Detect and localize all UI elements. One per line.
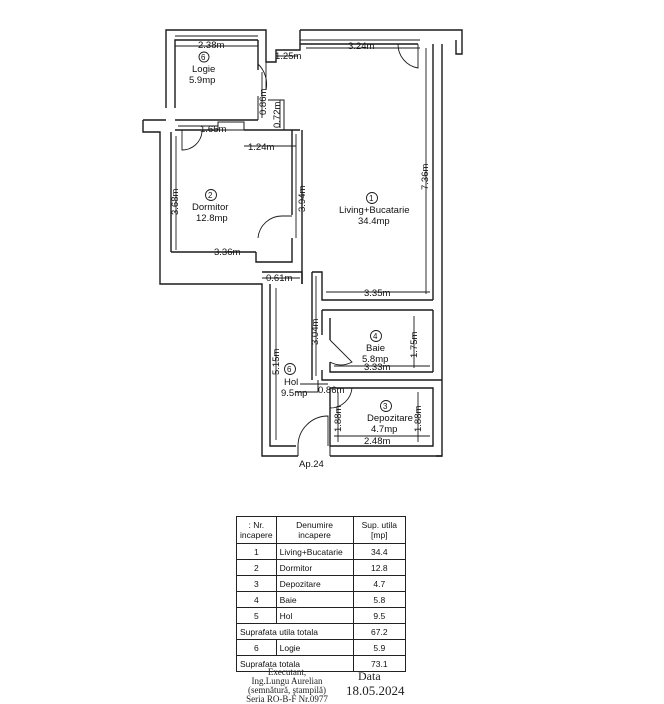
row-no: 1	[236, 543, 277, 560]
room-2-name: Dormitor	[192, 202, 228, 213]
row-name: Depozitare	[275, 575, 354, 592]
row-no: 2	[236, 559, 277, 576]
row-area: 9.5	[352, 607, 407, 624]
room-3-number: 3	[383, 402, 388, 411]
row-no: 4	[236, 591, 277, 608]
dim-logie-width: 2.38m	[198, 40, 224, 51]
row-area: 5.8	[352, 591, 407, 608]
room-6-name: Logie	[192, 64, 215, 75]
row-no: 5	[236, 607, 277, 624]
engineer-series: Seria RO-B-F Nr.0977	[246, 694, 328, 704]
useful-total-label: Suprafata utila totala	[236, 623, 354, 640]
dim-dep-height-right: 1.88m	[413, 406, 424, 432]
apartment-label: Ap.24	[299, 459, 324, 470]
dim-dorm-height-left: 3.68m	[170, 189, 181, 215]
room-4-name: Baie	[366, 343, 385, 354]
row-area: 5.9	[352, 639, 407, 656]
room-1-number: 1	[369, 194, 374, 203]
outer-walls	[142, 29, 463, 457]
row-area: 34.4	[352, 543, 407, 560]
door-dormitor	[257, 215, 292, 239]
table-row: 5 Hol 9.5	[236, 607, 407, 624]
executant-label: Executant,	[267, 667, 307, 677]
table-header-name: Denumire incapere	[275, 516, 354, 544]
row-area: 12.8	[352, 559, 407, 576]
door-logie	[257, 62, 268, 91]
room-6-area: 5.9mp	[189, 75, 215, 86]
room-1-area: 34.4mp	[358, 216, 390, 227]
dim-wall-small: 0.72m	[272, 102, 283, 128]
dim-dorm-top-right: 1.24m	[248, 142, 274, 153]
room-2-number: 2	[208, 191, 213, 200]
doors	[181, 43, 419, 447]
table-row: 6 Logie 5.9	[236, 639, 407, 656]
useful-total-value: 67.2	[352, 623, 407, 640]
dim-dep-height-left: 1.88m	[333, 406, 344, 432]
table-row: 2 Dormitor 12.8	[236, 559, 407, 576]
date-label: Data	[358, 669, 381, 683]
row-name: Hol	[275, 607, 354, 624]
row-name: Logie	[275, 639, 354, 656]
room-1-name: Living+Bucatarie	[339, 205, 410, 216]
door-depozitare	[329, 387, 353, 409]
row-no: 3	[236, 575, 277, 592]
dim-hol-height: 5.15m	[271, 349, 282, 375]
table-header-area: Sup. utila [mp]	[352, 516, 407, 544]
dimension-lines	[175, 45, 430, 442]
room-4-area: 5.8mp	[362, 354, 388, 365]
executant-block: Executant, Ing.Lungu Aurelian (semnătură…	[232, 668, 342, 704]
room-3-name: Depozitare	[367, 413, 413, 424]
rooms-table: : Nr. incapere Denumire incapere Sup. ut…	[236, 516, 407, 672]
room-labels: 6 Logie 5.9mp 2 Dormitor 12.8mp 1 Living…	[189, 51, 413, 470]
dim-hol-mid: 3.04m	[310, 319, 321, 345]
interior-walls	[175, 30, 442, 456]
dim-living-bottom: 3.35m	[364, 288, 390, 299]
table-header-no: : Nr. incapere	[236, 516, 277, 544]
row-name: Baie	[275, 591, 354, 608]
table-header-row: : Nr. incapere Denumire incapere Sup. ut…	[236, 516, 407, 544]
dimension-labels: 2.38m 1.25m 3.24m 0.86m 0.72m 1.65m 1.24…	[170, 40, 431, 447]
table-row: 1 Living+Bucatarie 34.4	[236, 543, 407, 560]
room-5-name: Hol	[284, 377, 298, 388]
dim-logie-door: 0.86m	[258, 89, 269, 115]
table-row: 4 Baie 5.8	[236, 591, 407, 608]
dim-dep-width: 2.48m	[364, 436, 390, 447]
row-name: Dormitor	[275, 559, 354, 576]
dim-dorm-width: 3.36m	[214, 247, 240, 258]
useful-total-row: Suprafata utila totala 67.2	[236, 623, 407, 640]
room-5-number: 6	[287, 365, 292, 374]
date-value: 18.05.2024	[346, 683, 405, 698]
signature-note: (semnătură, ştampilă)	[248, 685, 326, 695]
dim-top-living: 3.24m	[348, 41, 374, 52]
dim-top-short: 1.25m	[275, 51, 301, 62]
dim-hol-top: 0.61m	[266, 273, 292, 284]
door-baie	[329, 339, 353, 366]
dim-living-height: 7.36m	[420, 164, 431, 190]
dim-baie-height: 1.75m	[409, 332, 420, 358]
row-name: Living+Bucatarie	[275, 543, 354, 560]
total-row: Suprafata totala 73.1	[236, 655, 407, 672]
dim-baie-width: 3.33m	[364, 362, 390, 373]
table-row: 3 Depozitare 4.7	[236, 575, 407, 592]
room-3-area: 4.7mp	[371, 424, 397, 435]
row-no: 6	[236, 639, 277, 656]
executant-name: Ing.Lungu Aurelian	[251, 676, 323, 686]
room-4-number: 4	[373, 332, 378, 341]
door-dorm-left	[181, 130, 203, 151]
dim-dorm-top-left: 1.65m	[200, 124, 226, 135]
dim-hol-small: 0.86m	[318, 385, 344, 396]
dim-dorm-height-right: 3.94m	[297, 186, 308, 212]
room-6-number: 6	[201, 53, 206, 62]
total-value: 73.1	[352, 655, 407, 672]
door-entrance	[297, 415, 329, 447]
room-2-area: 12.8mp	[196, 213, 228, 224]
room-5-area: 9.5mp	[281, 388, 307, 399]
row-area: 4.7	[352, 575, 407, 592]
